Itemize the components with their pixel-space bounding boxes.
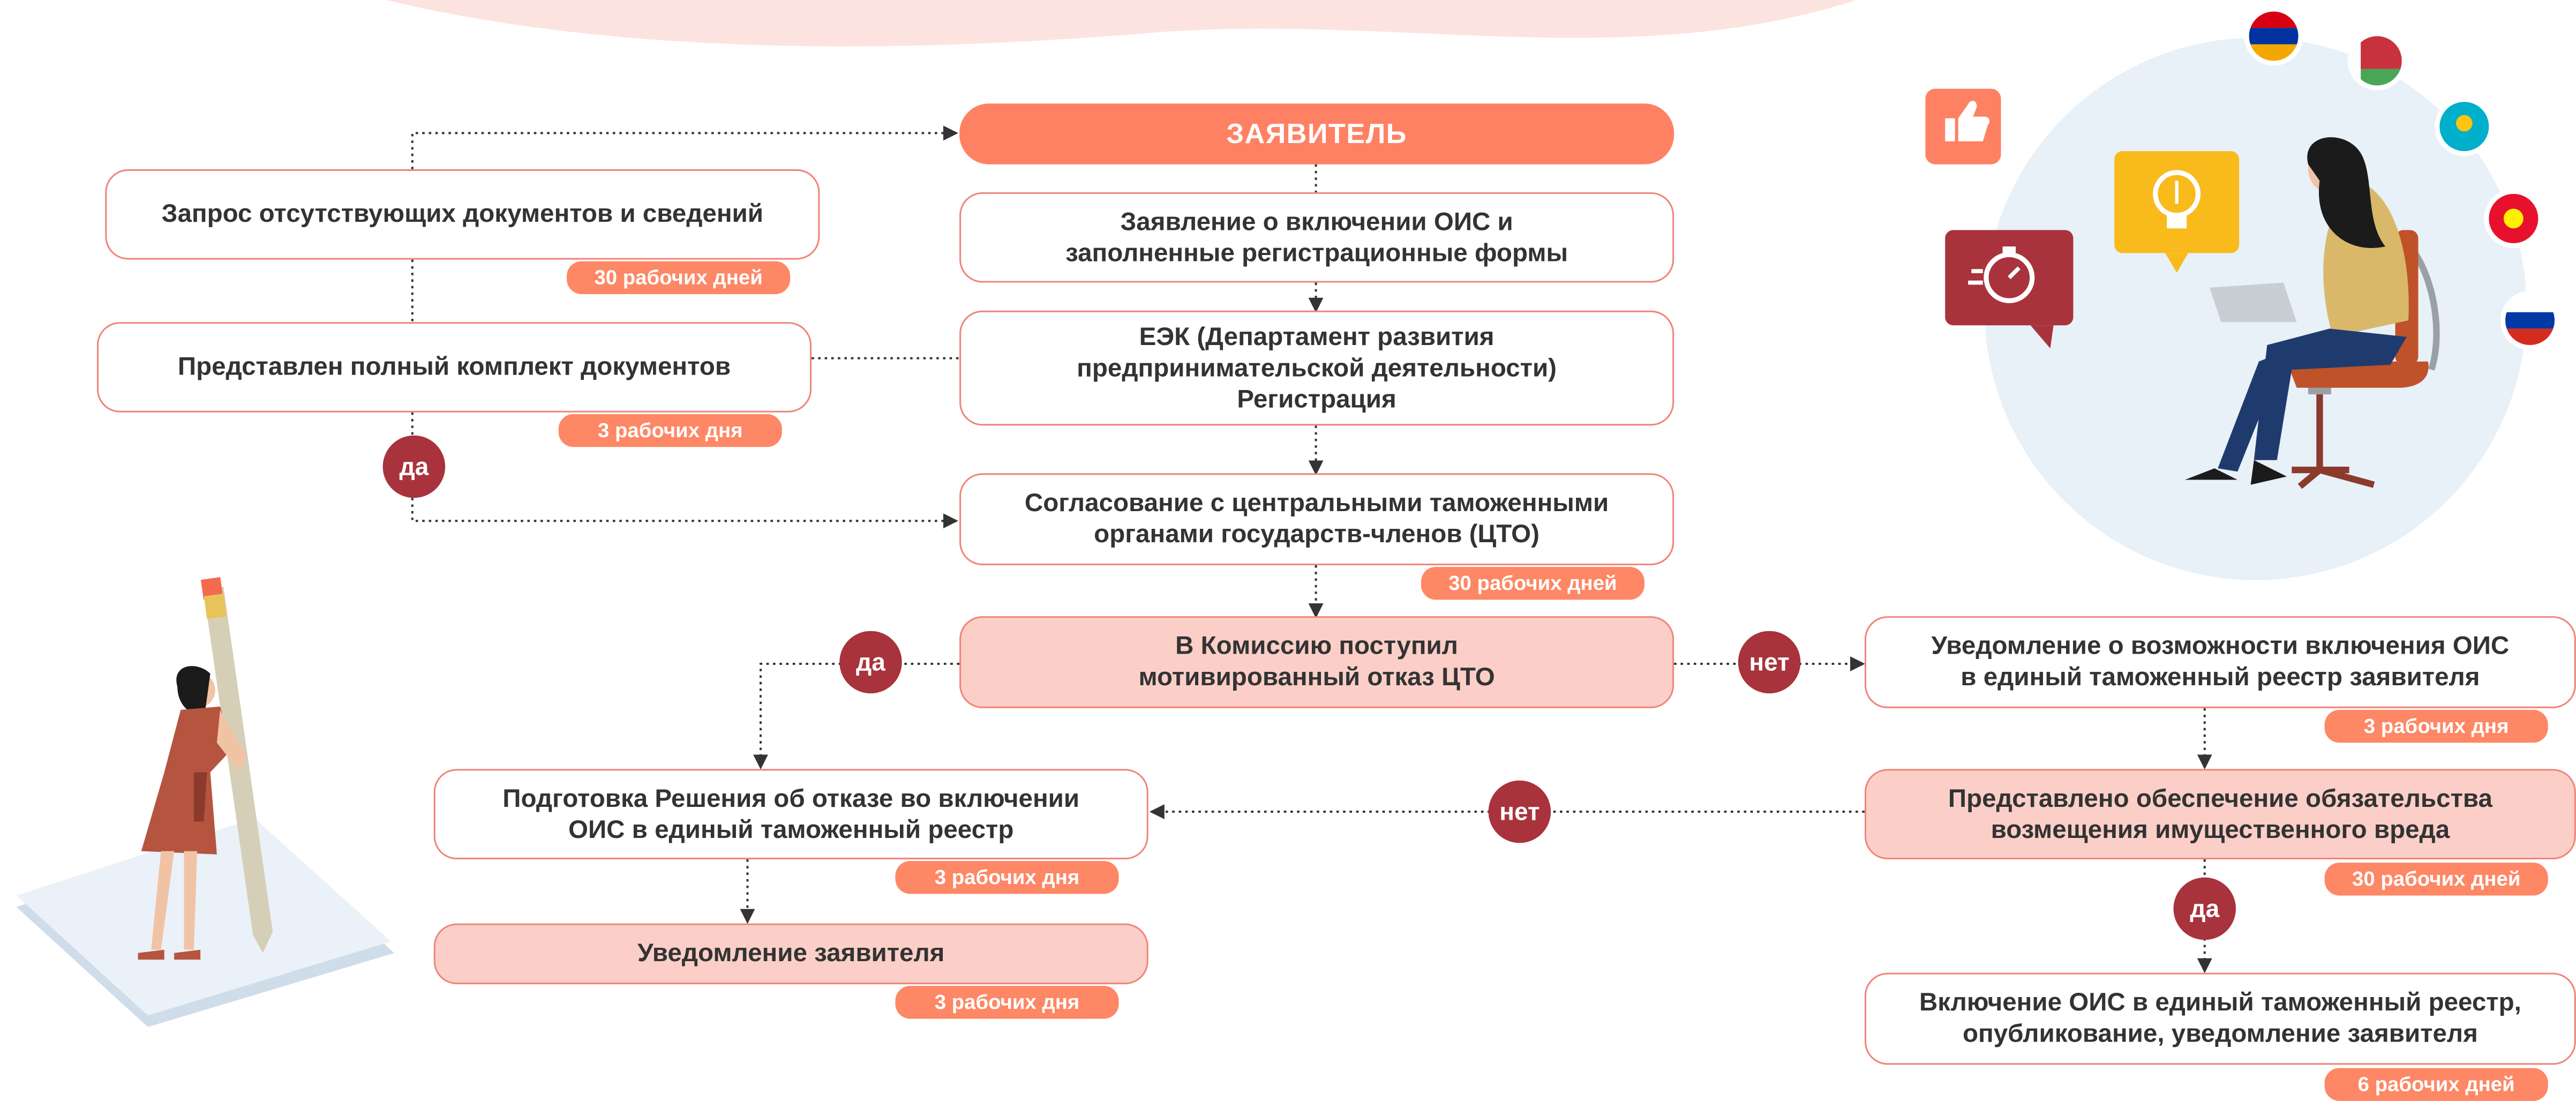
- stopwatch-icon: [1945, 230, 2074, 349]
- woman-with-pencil-figure: [138, 666, 247, 960]
- inclusion-days-badge: 6 рабочих дней: [2324, 1068, 2548, 1101]
- coordination-days-badge: 30 рабочих дней: [1421, 567, 1644, 600]
- kyrgyzstan-flag-icon: [2484, 189, 2543, 249]
- armenia-flag-icon: [2244, 6, 2303, 66]
- application-box: Заявление о включении ОИС и заполненные …: [959, 192, 1674, 283]
- inclusion-box: Включение ОИС в единый таможенный реестр…: [1864, 972, 2576, 1065]
- like-icon: [1925, 88, 2001, 164]
- decision-days-badge: 3 рабочих дня: [895, 861, 1119, 894]
- lightbulb-icon: [2114, 151, 2240, 273]
- russia-flag-icon: [2500, 290, 2560, 350]
- refusal-no-circle: нет: [1738, 631, 1801, 694]
- security-box: Представлено обеспечение обязательства в…: [1864, 769, 2576, 859]
- coordination-box: Согласование с центральными таможенными …: [959, 473, 1674, 566]
- notice-days-badge: 3 рабочих дня: [2324, 709, 2548, 743]
- notify-applicant-box: Уведомление заявителя: [433, 923, 1148, 985]
- eec-registration-box: ЕЭК (Департамент развития предпринимател…: [959, 310, 1674, 426]
- possibility-notice-box: Уведомление о возможности включения ОИС …: [1864, 616, 2576, 708]
- woman-with-laptop-figure: [2184, 137, 2440, 489]
- belarus-flag-icon: [2347, 31, 2407, 91]
- refusal-yes-circle: да: [839, 631, 902, 694]
- full-set-days-badge: 3 рабочих дня: [558, 414, 782, 447]
- request-days-badge: 30 рабочих дней: [567, 261, 791, 294]
- top-wave-decoration: [386, 0, 1857, 47]
- security-yes-circle: да: [2173, 877, 2236, 940]
- kazakhstan-flag-icon: [2435, 96, 2494, 156]
- request-docs-box: Запрос отсутствующих документов и сведен…: [105, 169, 820, 260]
- notify-days-badge: 3 рабочих дня: [895, 986, 1119, 1019]
- refusal-box: В Комиссию поступил мотивированный отказ…: [959, 616, 1674, 708]
- full-set-box: Представлен полный комплект документов: [96, 322, 812, 413]
- yes-circle-left: да: [382, 435, 446, 498]
- applicant-header: ЗАЯВИТЕЛЬ: [959, 103, 1674, 164]
- decision-box: Подготовка Решения об отказе во включени…: [433, 769, 1148, 859]
- security-days-badge: 30 рабочих дней: [2324, 863, 2548, 896]
- security-no-circle: нет: [1488, 780, 1551, 843]
